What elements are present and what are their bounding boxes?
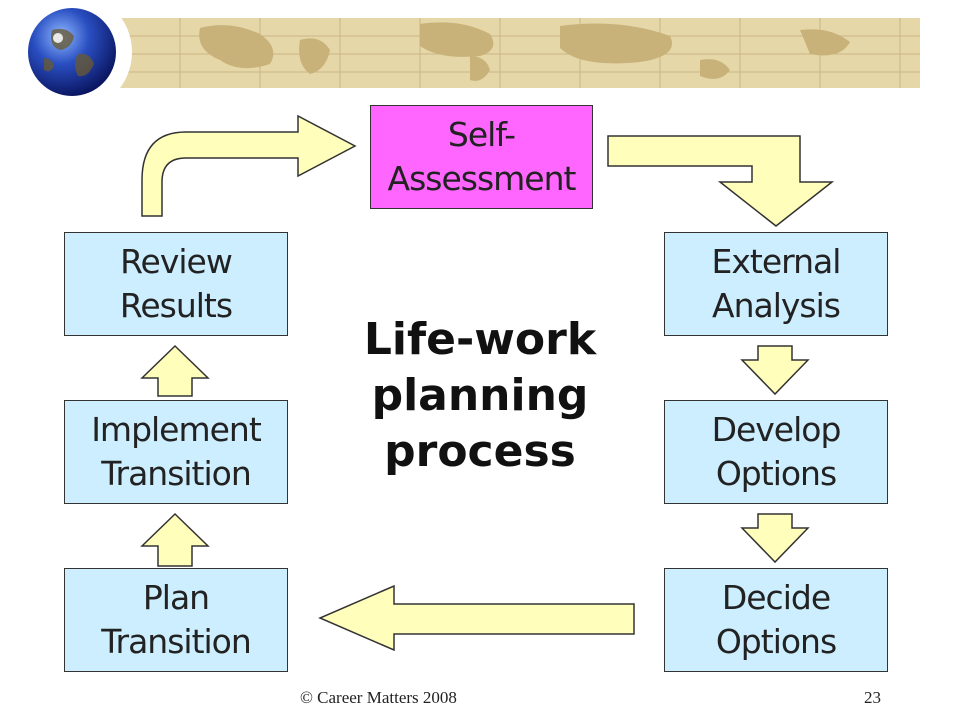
arrow-develop-to-decide (740, 513, 810, 564)
step-plan-transition-label: Plan Transition (101, 578, 252, 661)
step-plan-transition: Plan Transition (64, 568, 288, 672)
map-continents (199, 22, 850, 81)
step-self-assessment: Self- Assessment (370, 105, 593, 209)
step-develop-options-label: Develop Options (711, 410, 842, 493)
globe-icon (28, 8, 116, 96)
step-external-analysis: External Analysis (664, 232, 888, 336)
step-external-analysis-label: External Analysis (711, 242, 842, 325)
footer-page-number: 23 (864, 688, 881, 707)
step-review-results-label: Review Results (119, 242, 233, 325)
diagram-title: Life-work planning process (363, 314, 597, 477)
header-banner (12, 0, 920, 100)
arrow-external-to-develop (740, 345, 810, 396)
arrow-implement-to-review (140, 344, 210, 397)
step-review-results: Review Results (64, 232, 288, 336)
step-self-assessment-label: Self- Assessment (387, 115, 577, 198)
step-decide-options-label: Decide Options (715, 578, 837, 661)
step-implement-transition-label: Implement Transition (91, 410, 262, 493)
step-develop-options: Develop Options (664, 400, 888, 504)
arrow-decide-to-plan (318, 584, 635, 652)
arrow-review-to-self-assessment (141, 114, 357, 217)
arrow-self-assessment-to-external (607, 135, 835, 227)
step-decide-options: Decide Options (664, 568, 888, 672)
globe-highlight (53, 33, 63, 43)
footer-copyright: © Career Matters 2008 (300, 688, 457, 707)
arrow-plan-to-implement (140, 512, 210, 567)
step-implement-transition: Implement Transition (64, 400, 288, 504)
